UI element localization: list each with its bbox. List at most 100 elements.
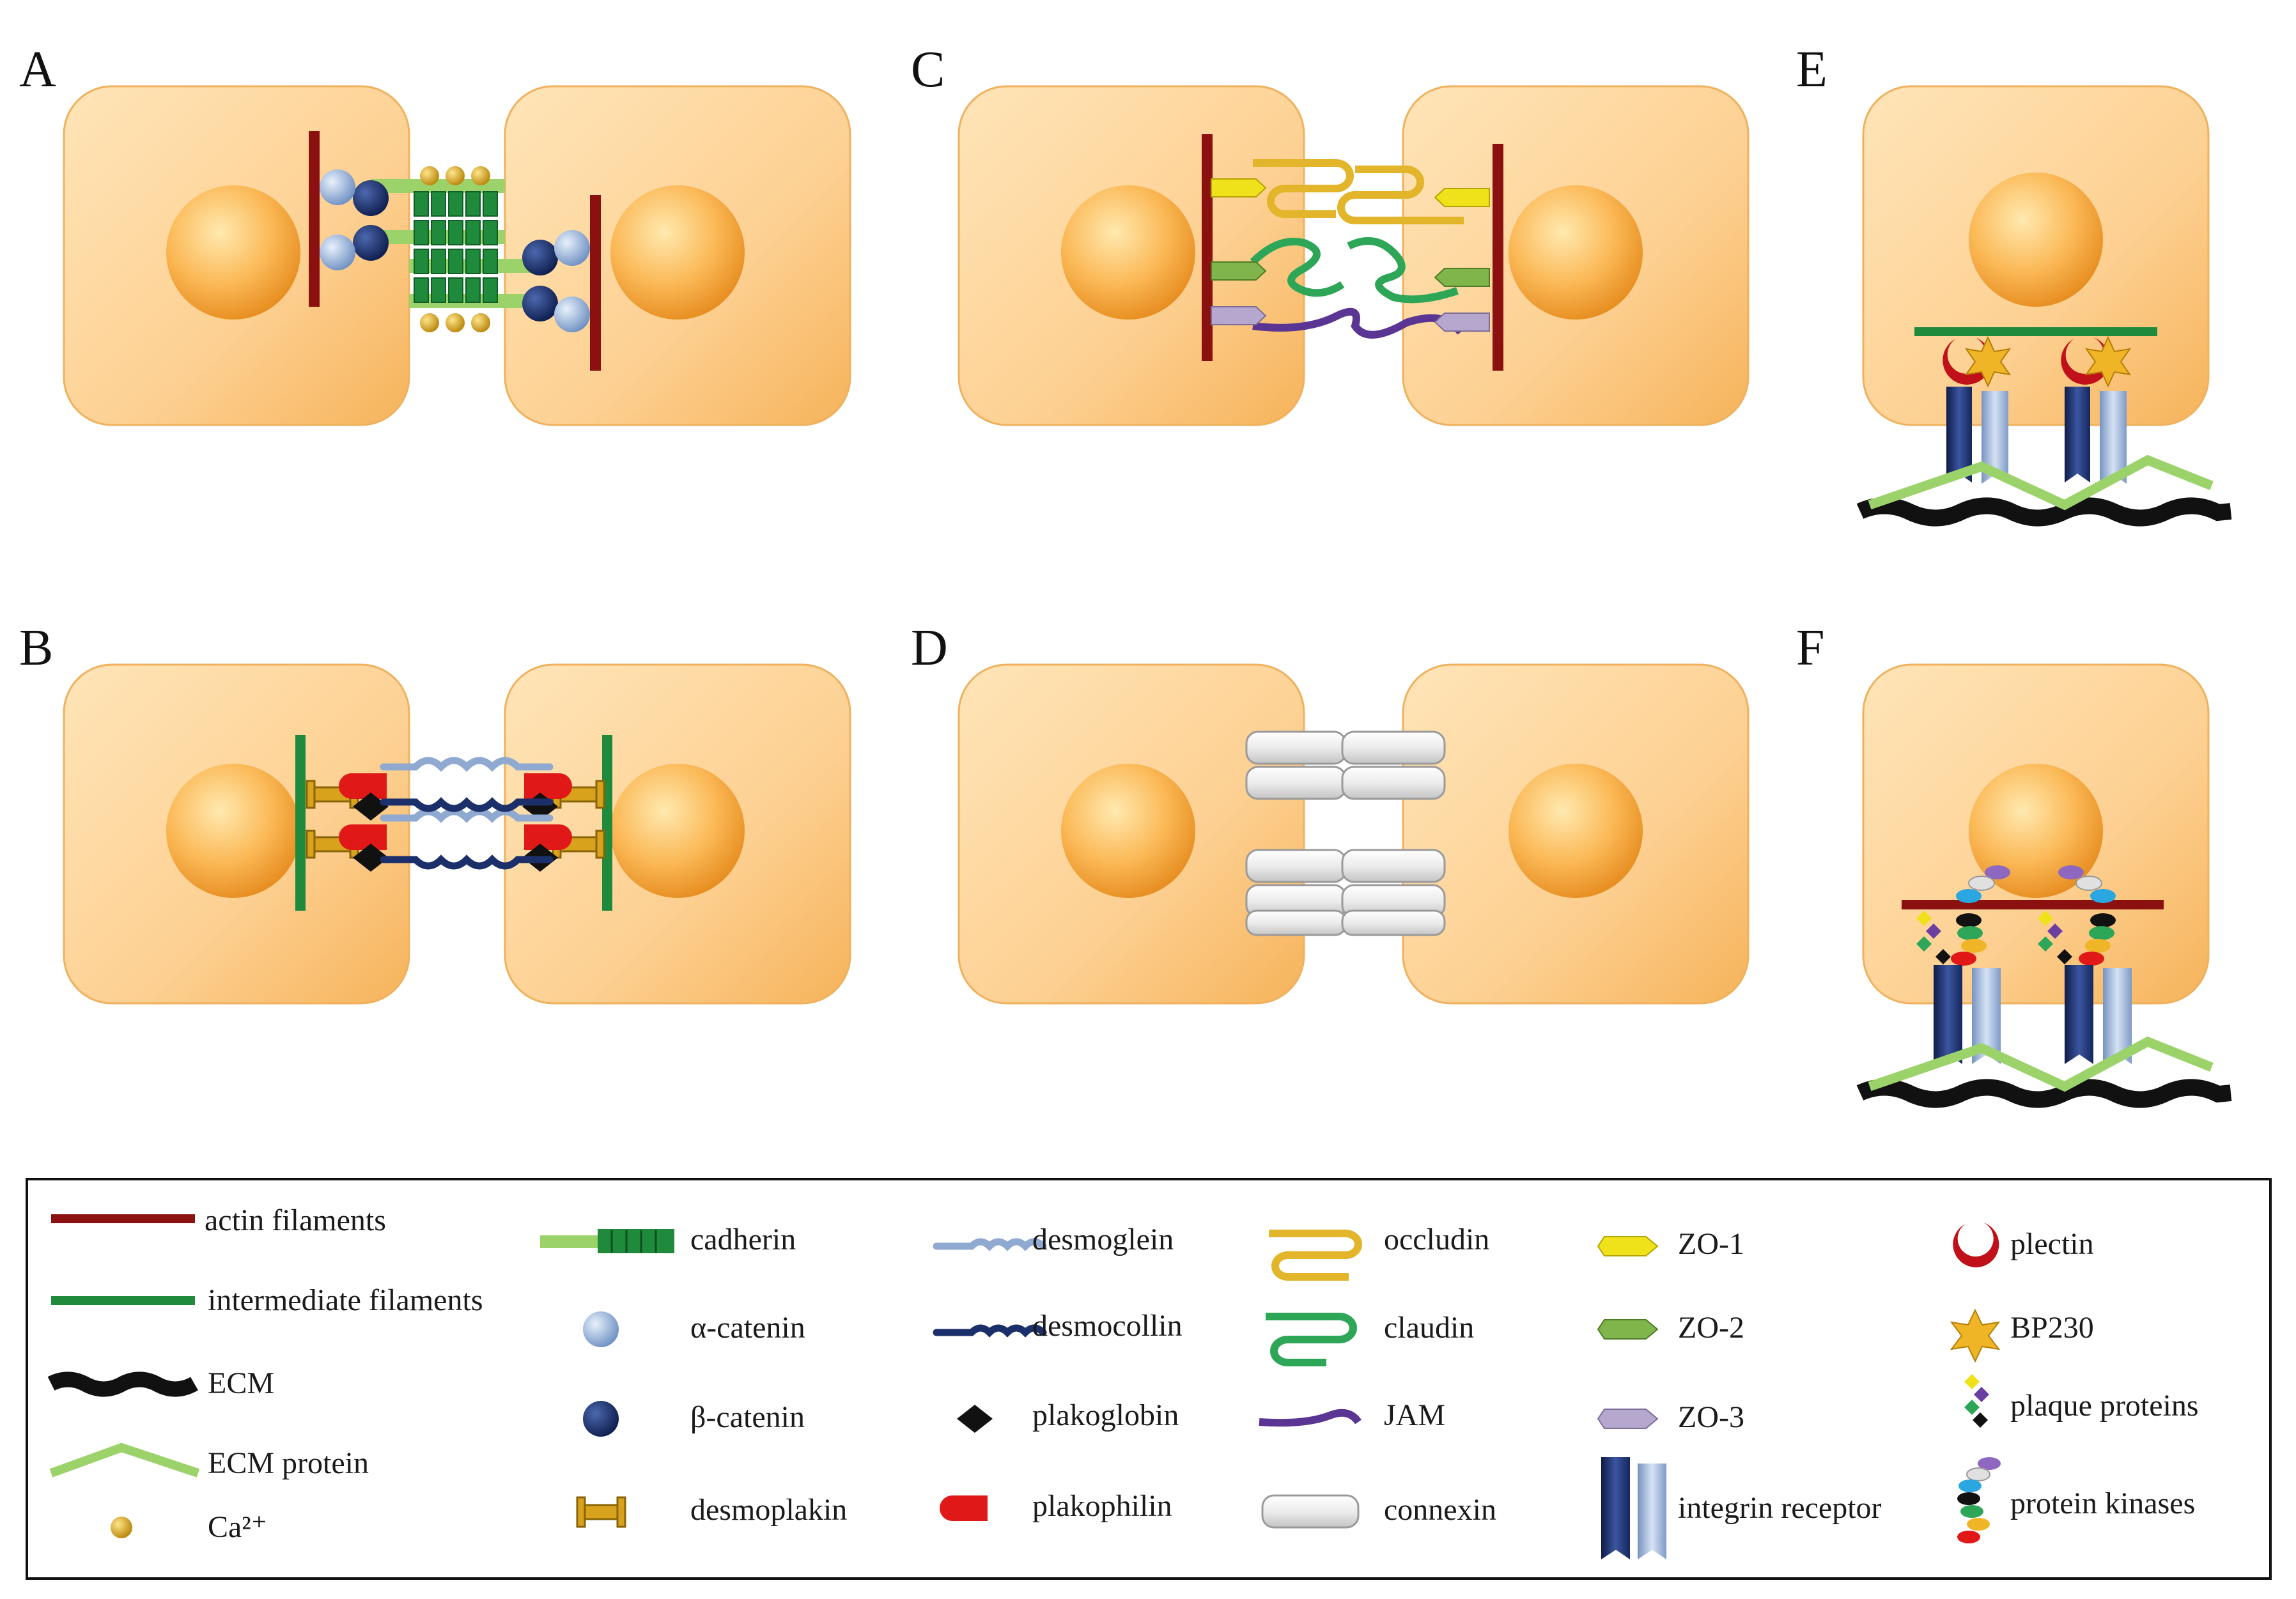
panel-label-e: E [1796,42,1827,98]
legend-label-integrin-receptor: integrin receptor [1678,1491,1882,1525]
legend-label-occludin: occludin [1384,1223,1489,1256]
legend-label-jam: JAM [1384,1398,1445,1432]
claudin-icon [1266,1313,1357,1366]
panel-label-b: B [19,620,53,676]
intermediate-filament [295,735,306,911]
integrin-receptor-icon [1601,1457,1666,1559]
nucleus [1509,764,1643,898]
legend-label-plaque-proteins: plaque proteins [2010,1389,2199,1423]
legend-label-zo3: ZO-3 [1678,1400,1744,1434]
nucleus [610,764,745,898]
zo3-icon [1597,1409,1659,1429]
actin-filament [1902,900,2164,909]
legend-label-calcium: Ca²⁺ [208,1510,267,1544]
desmogleins [380,757,554,823]
zo1-icon [1597,1236,1659,1256]
actin-filament [309,131,320,307]
nucleus [1061,185,1195,320]
calcium-icon [111,1517,132,1538]
nucleus [1061,764,1195,898]
alpha-catenin-icon [583,1311,619,1347]
panel-d-gap-junction [958,663,1749,1005]
actin-filament [590,195,601,371]
legend-label-desmoglein: desmoglein [1032,1223,1174,1256]
occludins [1253,159,1464,224]
claudins [1250,237,1459,304]
desmoplakin-icon [576,1496,626,1528]
zo1-proteins [1211,178,1490,207]
intermediate-filament [1914,327,2157,336]
legend-label-claudin: claudin [1384,1311,1474,1345]
panel-label-f: F [1796,620,1825,676]
legend-label-actin-filaments: actin filaments [205,1203,386,1237]
jam [1252,307,1464,339]
actin-filament-icon [51,1214,195,1223]
desmocollins [380,797,554,870]
legend-label-protein-kinases: protein kinases [2010,1487,2195,1520]
ecm-protein [1868,454,2214,511]
plectin-icon [1953,1223,1999,1268]
panel-e-hemidesmosome [1856,85,2232,527]
nucleus [166,185,300,320]
panel-c-tight-junction [958,85,1749,426]
bp230-icon [1950,1308,2001,1363]
nucleus [1969,764,2103,898]
intermediate-filament [602,735,612,911]
panel-label-a: A [19,42,56,98]
desmocollin-icon [933,1324,1047,1338]
connexons-upper [1245,730,1446,800]
zo2-proteins [1211,261,1490,287]
legend-label-zo2: ZO-2 [1678,1311,1744,1345]
plakoglobin-icon [957,1405,993,1433]
desmoglein-icon [933,1238,1047,1251]
occludin-icon [1269,1230,1362,1281]
cadherin-icon [540,1229,674,1253]
catenins-right [522,230,590,332]
calcium-ions [420,166,490,332]
legend-label-bp230: BP230 [2010,1311,2094,1345]
jam-icon [1259,1409,1361,1427]
beta-catenin-icon [583,1401,619,1437]
legend: actin filaments intermediate filaments E… [26,1178,2272,1580]
panel-b-desmosome [63,663,851,1005]
legend-label-desmocollin: desmocollin [1032,1309,1183,1343]
zo2-icon [1597,1319,1659,1340]
legend-label-cadherin: cadherin [690,1223,796,1256]
integrin-receptors [1934,965,2132,1064]
panel-label-c: C [911,42,945,98]
ecm-protein [1868,1036,2214,1092]
intermediate-filament-icon [51,1296,195,1305]
nucleus [1509,185,1643,320]
legend-box [26,1178,2272,1580]
plaque-proteins-icon [1964,1374,1989,1428]
bp230-stars [1964,336,2132,388]
ecm [1856,497,2232,527]
panel-a-adherens-junction [63,85,851,426]
legend-label-plakophilin: plakophilin [1032,1489,1172,1523]
protein-kinases-icon [1957,1457,2001,1543]
plakophilin-icon [940,1495,988,1521]
nucleus [166,764,300,898]
legend-label-beta-catenin: β-catenin [690,1400,805,1434]
legend-label-plakoglobin: plakoglobin [1032,1398,1179,1432]
ecm-protein-icon [49,1442,200,1478]
plakophilins [339,773,572,850]
legend-label-zo1: ZO-1 [1678,1227,1744,1261]
connexin-icon [1261,1494,1360,1529]
panel-label-d: D [911,620,948,676]
cadherin-stalk [371,179,505,193]
nucleus [1969,173,2103,307]
ecm-icon [47,1371,198,1397]
legend-label-connexin: connexin [1384,1493,1496,1527]
legend-label-intermediate-filaments: intermediate filaments [208,1283,483,1317]
legend-label-plectin: plectin [2010,1227,2094,1261]
zo3-proteins [1211,306,1490,332]
panel-f-focal-adhesion [1856,663,2232,1108]
cadherin-block [414,191,498,303]
catenins-left [320,169,389,270]
ecm [1856,1079,2232,1108]
legend-label-desmoplakin: desmoplakin [690,1493,847,1527]
actin-filament [1202,134,1213,361]
connexons-lower [1245,849,1446,936]
